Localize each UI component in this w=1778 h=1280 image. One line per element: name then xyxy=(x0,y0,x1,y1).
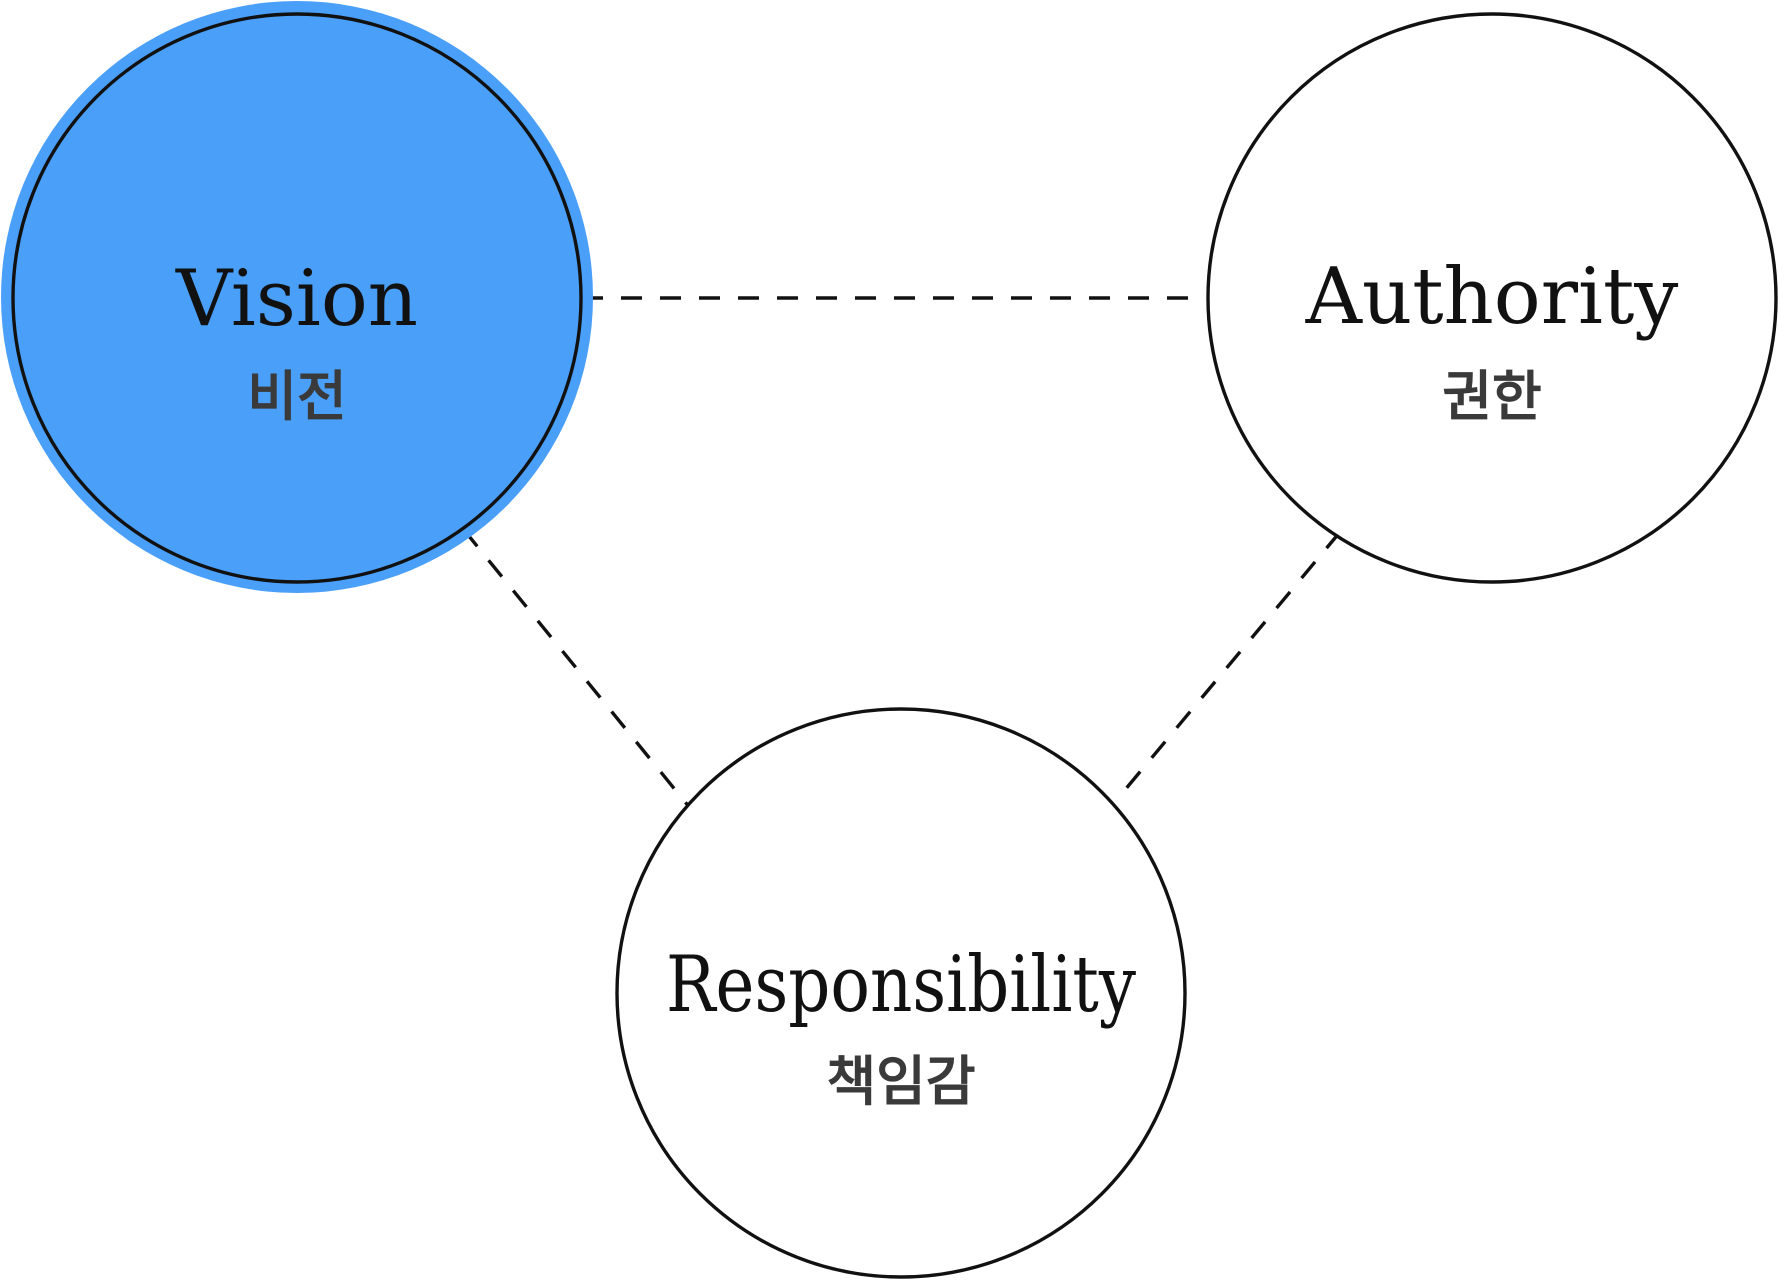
node-responsibility-circle xyxy=(615,707,1187,1279)
node-authority-label-ko: 권한 xyxy=(1442,365,1541,428)
node-vision-circle xyxy=(11,12,583,584)
node-authority-label: Authority xyxy=(1305,252,1679,342)
node-authority-circle xyxy=(1206,12,1778,584)
node-responsibility[interactable]: Responsibility 책임감 xyxy=(615,707,1187,1279)
node-responsibility-label: Responsibility xyxy=(666,940,1136,1030)
edge-vision-responsibility xyxy=(462,528,692,810)
node-authority[interactable]: Authority 권한 xyxy=(1206,12,1778,584)
node-responsibility-label-ko: 책임감 xyxy=(826,1050,975,1113)
node-vision[interactable]: Vision 비전 xyxy=(1,1,593,593)
edge-authority-responsibility xyxy=(1117,530,1342,799)
node-vision-label-ko: 비전 xyxy=(247,365,346,428)
connectors xyxy=(462,296,1342,810)
node-vision-label: Vision xyxy=(175,254,418,344)
